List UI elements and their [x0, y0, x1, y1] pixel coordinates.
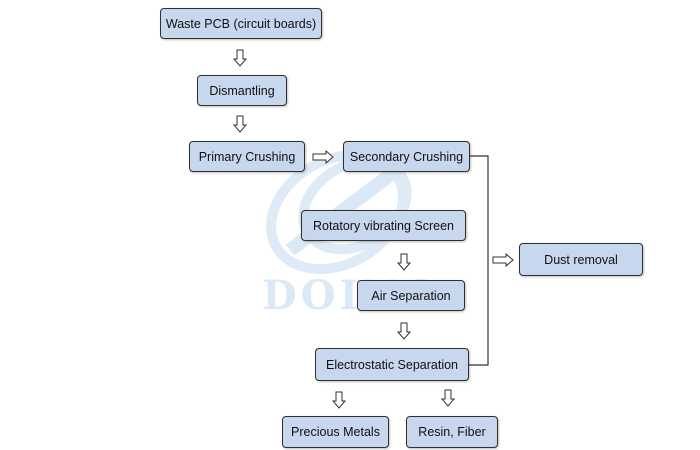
arrow-to-dust-removal: [492, 253, 514, 267]
arrow-electrostatic-to-resin: [441, 389, 455, 407]
node-rotatory-vibrating-screen: Rotatory vibrating Screen: [301, 210, 466, 241]
node-precious-metals: Precious Metals: [282, 416, 389, 448]
node-air-separation: Air Separation: [357, 280, 465, 311]
arrow-pcb-to-dismantling: [233, 49, 247, 67]
node-dust-removal: Dust removal: [519, 243, 643, 276]
arrow-dismantling-to-primary: [233, 115, 247, 133]
node-dismantling: Dismantling: [197, 75, 287, 106]
arrow-air-to-electrostatic: [397, 322, 411, 340]
arrow-electrostatic-to-metals: [332, 391, 346, 409]
node-electrostatic-separation: Electrostatic Separation: [315, 348, 469, 381]
node-resin-fiber: Resin, Fiber: [406, 416, 498, 448]
node-primary-crushing: Primary Crushing: [189, 141, 305, 172]
arrow-primary-to-secondary: [312, 150, 334, 164]
arrow-screen-to-air: [397, 253, 411, 271]
node-waste-pcb: Waste PCB (circuit boards): [160, 8, 322, 39]
bracket-secondary-to-electrostatic: [469, 155, 489, 366]
node-secondary-crushing: Secondary Crushing: [343, 141, 470, 172]
